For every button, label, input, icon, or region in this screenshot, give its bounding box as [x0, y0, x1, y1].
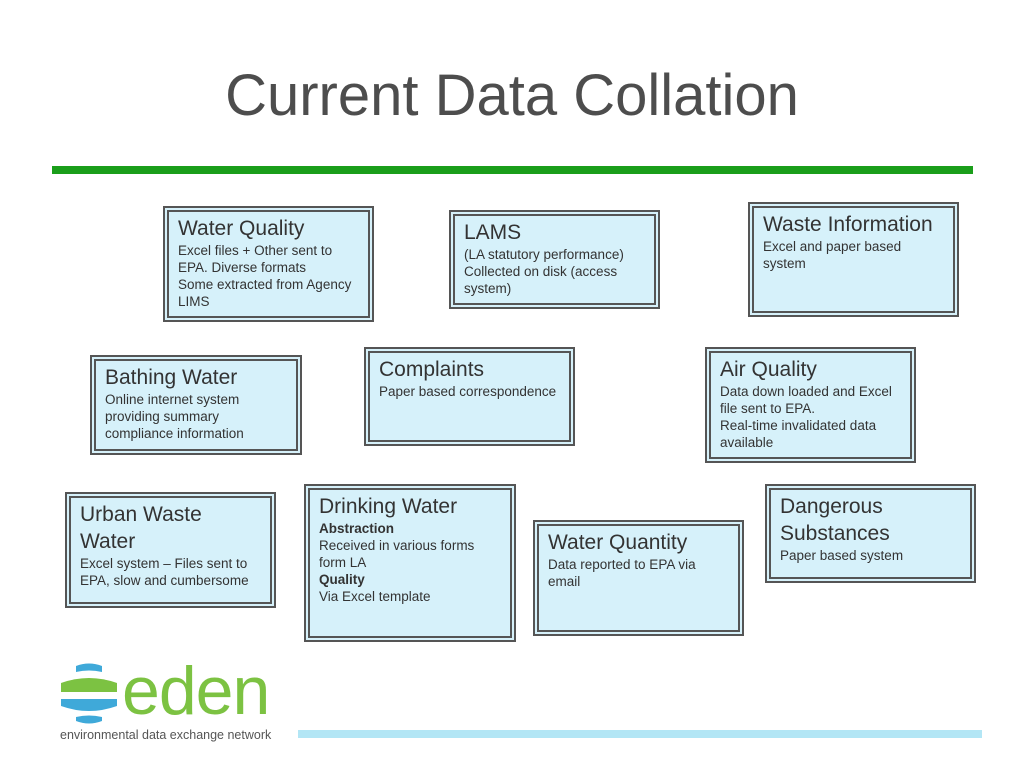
- water-quantity-heading: Water Quantity: [548, 531, 688, 554]
- quality-label: Quality: [319, 572, 365, 587]
- bathing-water-box: Bathing Water Online internet system pro…: [90, 355, 302, 455]
- complaints-box: Complaints Paper based correspondence: [364, 347, 575, 446]
- urban-waste-water-heading: Urban Waste Water: [80, 503, 202, 553]
- lams-heading: LAMS: [464, 221, 522, 244]
- eden-wordmark: eden: [122, 653, 270, 729]
- urban-waste-water-box: Urban Waste Water Excel system – Files s…: [65, 492, 276, 608]
- lams-text: (LA statutory performance) Collected on …: [464, 247, 624, 296]
- complaints-text: Paper based correspondence: [379, 384, 557, 399]
- lams-box: LAMS (LA statutory performance) Collecte…: [449, 210, 660, 309]
- eden-logo-icon: [61, 663, 117, 724]
- eden-logo: eden environmental data exchange network: [56, 653, 296, 746]
- quality-text: Via Excel template: [319, 589, 431, 604]
- title-divider: [52, 166, 973, 174]
- complaints-heading: Complaints: [379, 358, 485, 381]
- abstraction-label: Abstraction: [319, 521, 395, 536]
- water-quality-text: Excel files + Other sent to EPA. Diverse…: [178, 243, 352, 309]
- drinking-water-box: Drinking Water Abstraction Received in v…: [304, 484, 516, 642]
- waste-information-box: Waste Information Excel and paper based …: [748, 202, 959, 317]
- dangerous-substances-heading: Dangerous Substances: [780, 495, 890, 545]
- bathing-water-heading: Bathing Water: [105, 366, 238, 389]
- water-quantity-box: Water Quantity Data reported to EPA via …: [533, 520, 744, 636]
- abstraction-text: Received in various forms form LA: [319, 538, 475, 570]
- dangerous-substances-box: Dangerous Substances Paper based system: [765, 484, 976, 583]
- bathing-water-text: Online internet system providing summary…: [105, 392, 244, 441]
- waste-information-text: Excel and paper based system: [763, 239, 902, 271]
- water-quantity-text: Data reported to EPA via email: [548, 557, 696, 589]
- waste-information-heading: Waste Information: [763, 213, 933, 236]
- drinking-water-heading: Drinking Water: [319, 495, 458, 518]
- eden-tagline: environmental data exchange network: [60, 728, 272, 742]
- air-quality-heading: Air Quality: [720, 358, 817, 381]
- slide-title: Current Data Collation: [225, 63, 799, 128]
- urban-waste-water-text: Excel system – Files sent to EPA, slow a…: [80, 556, 249, 588]
- air-quality-text: Data down loaded and Excel file sent to …: [720, 384, 892, 450]
- water-quality-box: Water Quality Excel files + Other sent t…: [163, 206, 374, 322]
- footer-bar: [298, 730, 982, 738]
- water-quality-heading: Water Quality: [178, 217, 305, 240]
- dangerous-substances-text: Paper based system: [780, 548, 904, 563]
- air-quality-box: Air Quality Data down loaded and Excel f…: [705, 347, 916, 463]
